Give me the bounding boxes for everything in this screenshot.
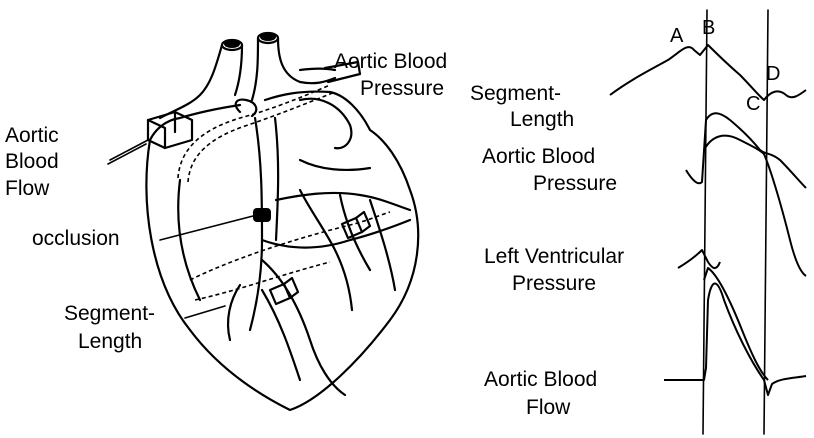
heart-label-aortic-blood-pressure-2: Pressure: [360, 77, 444, 100]
trace-label-left-ventricular-pressure: Left Ventricular: [484, 245, 624, 268]
heart-label-occlusion: occlusion: [32, 227, 120, 250]
trace-label-aortic-blood-pressure: Aortic Blood: [482, 145, 595, 168]
trace-label-aortic-blood-flow: Aortic Blood: [484, 368, 597, 391]
marker-c: C: [746, 93, 760, 115]
marker-b: B: [702, 17, 715, 39]
trace-label-segment-length-2: Length: [510, 108, 574, 131]
trace-label-segment-length: Segment-: [470, 82, 561, 105]
heart-label-segment-length-2: Length: [78, 330, 142, 353]
marker-a: A: [670, 25, 684, 47]
heart-label-aortic-blood-pressure: Aortic Blood: [334, 50, 447, 73]
trace-label-aortic-blood-pressure-2: Pressure: [533, 172, 617, 195]
trace-label-left-ventricular-pressure-2: Pressure: [512, 272, 596, 295]
aortic-blood-pressure-trace: [686, 113, 806, 188]
heart-label-aortic-blood-flow: Aortic: [5, 124, 59, 147]
aortic-blood-pressure-trace-2: [704, 136, 806, 276]
marker-d: D: [766, 63, 780, 85]
heart-label-aortic-blood-flow-2: Blood: [5, 150, 59, 173]
heart-label-aortic-blood-flow-3: Flow: [5, 177, 50, 200]
heart-label-segment-length: Segment-: [64, 302, 155, 325]
trace-label-aortic-blood-flow-2: Flow: [526, 396, 571, 419]
aortic-blood-flow-trace: [664, 283, 806, 395]
left-ventricular-pressure-trace: [678, 250, 720, 268]
